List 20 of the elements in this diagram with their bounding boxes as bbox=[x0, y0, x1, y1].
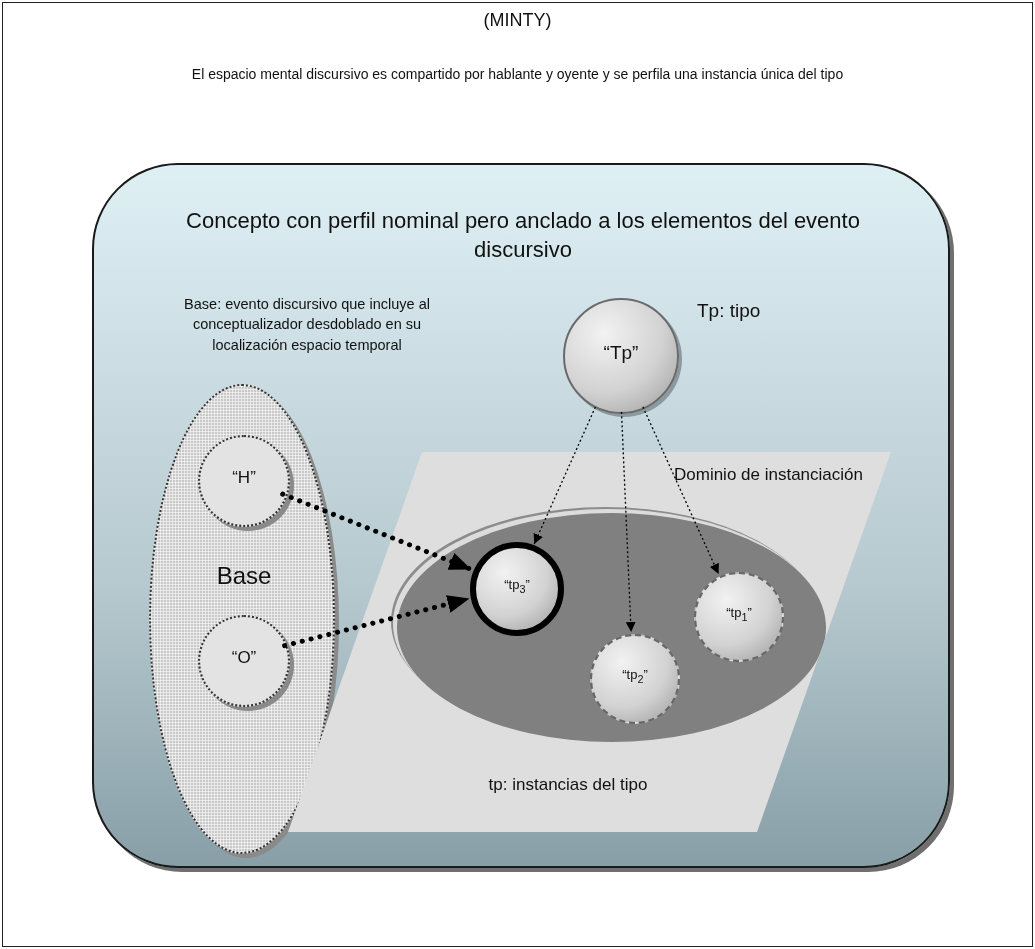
node-label: “H” bbox=[232, 466, 256, 489]
node-label: “tp$_{2}$” bbox=[622, 666, 648, 686]
node-label: tp: instancias del tipo bbox=[487, 774, 649, 796]
dotted-arrow bbox=[282, 595, 472, 649]
dotted-arrow bbox=[642, 406, 720, 575]
node-label: Dominio de instanciación bbox=[674, 464, 864, 486]
subtitle-text: El espacio mental discursivo es compartido por hablante y oyente y se perfila una instancia única del tipo bbox=[190, 66, 845, 82]
dotted-arrow bbox=[620, 411, 636, 633]
caption-text: Base: evento discursivo que incluye al conceptualizador desdoblado en su localización espacio temporal bbox=[183, 295, 431, 355]
node-label: Base bbox=[215, 561, 273, 591]
caption-text: Tp: tipo bbox=[697, 299, 762, 323]
node-label: “Tp” bbox=[603, 340, 639, 365]
node-label: “O” bbox=[231, 646, 257, 669]
diagram-title: (MINTY) bbox=[482, 10, 553, 31]
node-label: “tp$_{3}$” bbox=[504, 576, 530, 596]
dotted-arrow bbox=[280, 491, 474, 572]
node-label: “tp$_{1}$” bbox=[726, 604, 752, 624]
panel-heading: Concepto con perfil nominal pero anclado a los elementos del evento discursivo bbox=[185, 207, 861, 264]
dotted-arrow bbox=[533, 406, 597, 545]
parallelogram-shape bbox=[288, 452, 891, 832]
